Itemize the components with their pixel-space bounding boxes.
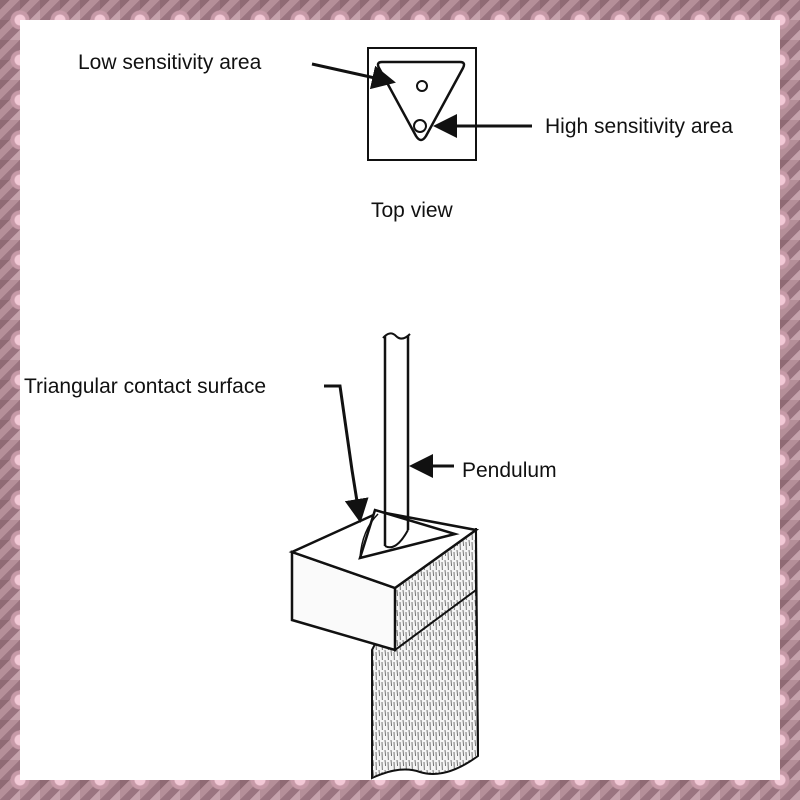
top-view-square — [367, 47, 477, 161]
high-sensitivity-label: High sensitivity area — [545, 115, 733, 138]
contact-surface-arrow — [324, 384, 369, 523]
contact-surface-label: Triangular contact surface — [24, 375, 266, 398]
pendulum-label: Pendulum — [462, 459, 557, 482]
cutout-shading — [359, 513, 379, 559]
pendulum-assembly: Triangular contact surface Pendulum — [24, 332, 557, 780]
low-sensitivity-arrow — [311, 62, 396, 90]
pendulum-tip — [384, 529, 409, 549]
top-view-group: Low sensitivity area High sensitivity ar… — [78, 47, 733, 222]
low-sensitivity-label: Low sensitivity area — [78, 51, 262, 74]
pendulum-rod — [383, 336, 410, 546]
pendulum-break-line — [382, 332, 411, 340]
top-view-triangle — [376, 60, 466, 142]
high-sensitivity-hole — [413, 119, 427, 133]
low-sensitivity-hole — [416, 80, 428, 92]
top-view-caption: Top view — [371, 199, 454, 222]
